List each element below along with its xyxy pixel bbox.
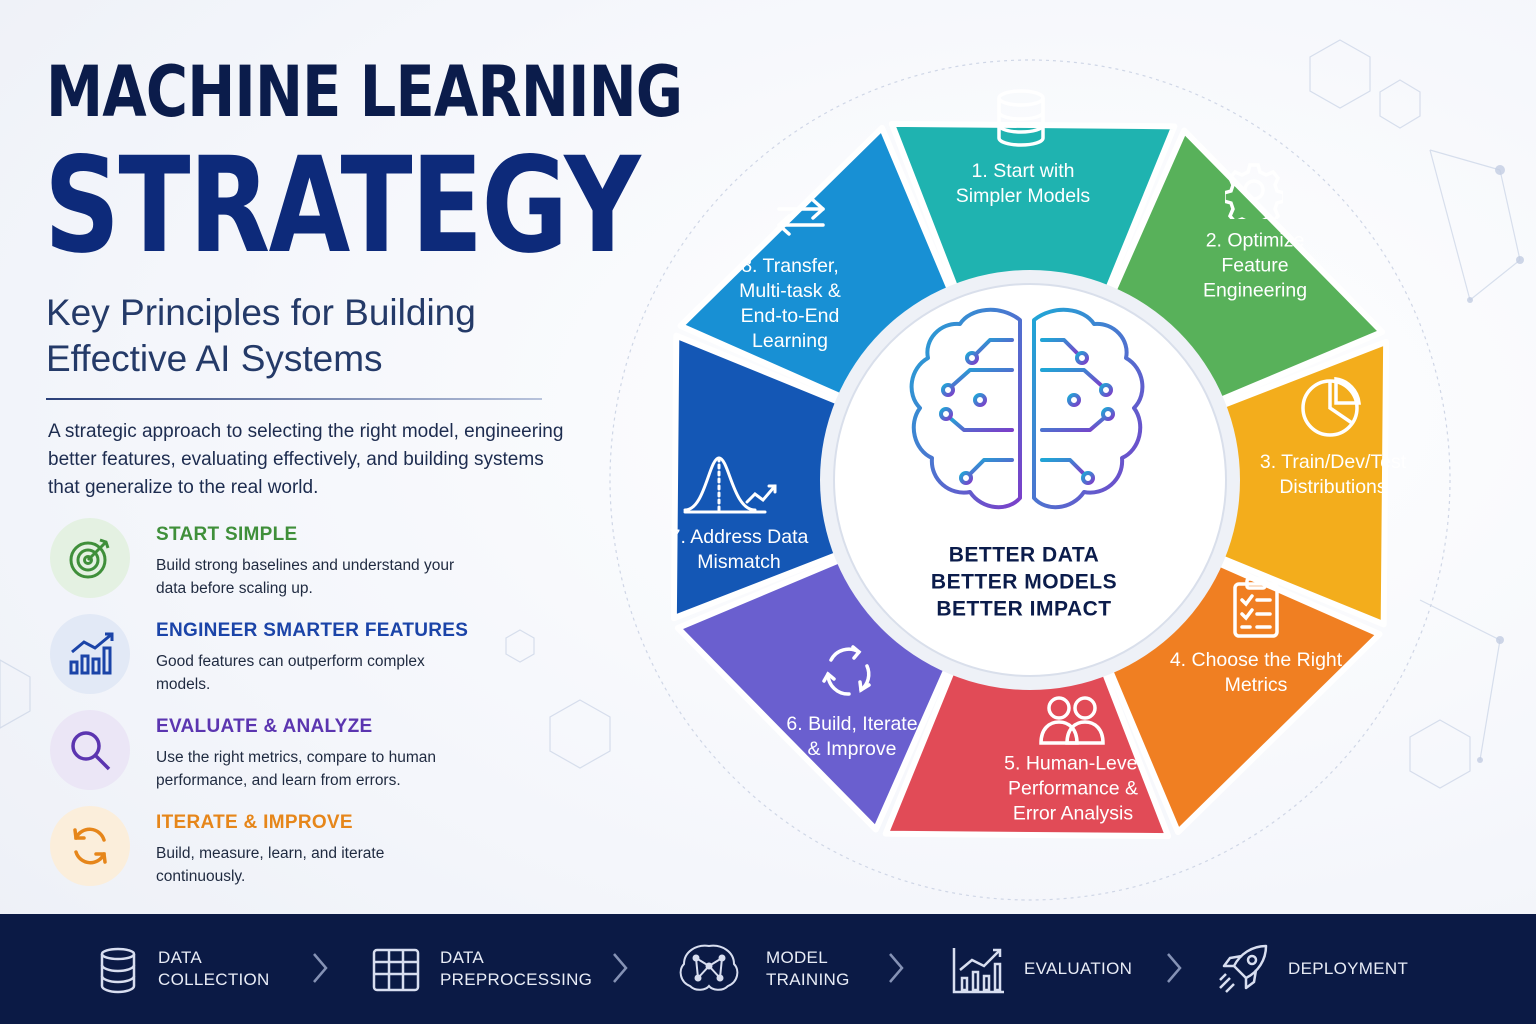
pipeline-step-label: DEPLOYMENT (1288, 959, 1409, 978)
database-icon (997, 89, 1045, 147)
clipboard-checklist-icon (1233, 577, 1279, 638)
center-line: BETTER DATA (948, 543, 1100, 567)
pipeline-bar: DATA COLLECTION DATA PREPROCESSING MODEL… (0, 914, 1536, 1024)
principle-evaluate-analyze: EVALUATE & ANALYZE Use the right metrics… (50, 710, 570, 792)
principle-start-simple: START SIMPLE Build strong baselines and … (50, 518, 570, 600)
principle-heading: START SIMPLE (156, 524, 298, 545)
neural-network-icon (679, 944, 739, 991)
center-line: BETTER MODELS (930, 570, 1118, 594)
pipeline-step-label: MODEL TRAINING (766, 948, 850, 989)
principle-description: Build strong baselines and understand yo… (156, 557, 455, 597)
wheel-segment-6-label: 6. Build, Iterate & Improve (786, 713, 918, 760)
gear-icon (1225, 163, 1283, 219)
title-line-2: STRATEGY (44, 129, 641, 283)
principle-engineer-features: ENGINEER SMARTER FEATURES Good features … (50, 614, 570, 696)
wheel-segment-3-label: 3. Train/Dev/Test Distributions (1259, 451, 1407, 498)
principle-heading: ITERATE & IMPROVE (156, 812, 353, 833)
database-icon (100, 947, 136, 994)
table-grid-icon (372, 948, 420, 992)
wheel-segment-2-label: 2. Optimize Feature Engineering (1202, 229, 1308, 302)
chevron-right-icon (313, 953, 328, 983)
chevron-right-icon (1167, 953, 1182, 983)
wheel-center-text: BETTER DATA BETTER MODELS BETTER IMPACT (931, 542, 1117, 623)
center-line: BETTER IMPACT (936, 597, 1112, 621)
principle-description: Use the right metrics, compare to human … (156, 749, 436, 789)
wheel-segment-8-label: 8. Transfer, Multi-task & End-to-End Lea… (739, 255, 841, 352)
principle-heading: EVALUATE & ANALYZE (156, 716, 373, 737)
intro-text: A strategic approach to selecting the ri… (48, 421, 564, 498)
chevron-right-icon (613, 953, 628, 983)
pipeline-step-label: DATA COLLECTION (158, 948, 270, 989)
swap-arrows-icon (777, 198, 825, 236)
principle-heading: ENGINEER SMARTER FEATURES (156, 620, 469, 641)
circuit-brain-icon (909, 307, 1145, 524)
line-chart-icon (952, 948, 1004, 994)
title-line-1: MACHINE LEARNING (46, 51, 683, 133)
cycle-arrows-icon (822, 645, 871, 696)
target-icon (50, 518, 130, 598)
principle-description: Good features can outperform complex mod… (156, 653, 425, 693)
wheel-segment-5-label: 5. Human-Level Performance & Error Analy… (1004, 752, 1142, 825)
wheel-segment-4-label: 4. Choose the Right Metrics (1169, 649, 1343, 696)
people-icon (1039, 696, 1105, 745)
magnifier-icon (50, 710, 130, 790)
pipeline-step-label: EVALUATION (1024, 959, 1133, 978)
principle-description: Build, measure, learn, and iterate conti… (156, 845, 385, 885)
pipeline-step-label: DATA PREPROCESSING (440, 948, 593, 989)
divider (46, 398, 542, 400)
pie-chart-icon (1301, 377, 1361, 437)
bar-chart-icon (50, 614, 130, 694)
wheel-segment-1-label: 1. Start with Simpler Models (955, 160, 1091, 207)
refresh-icon (50, 806, 130, 886)
principle-iterate-improve: ITERATE & IMPROVE Build, measure, learn,… (50, 806, 570, 888)
chevron-right-icon (889, 953, 904, 983)
subtitle: Key Principles for Building Effective AI… (46, 292, 476, 379)
wheel-segment-7-label: 7. Address Data Mismatch (669, 526, 809, 573)
distribution-curve-icon (683, 456, 777, 514)
rocket-icon (1219, 944, 1268, 993)
